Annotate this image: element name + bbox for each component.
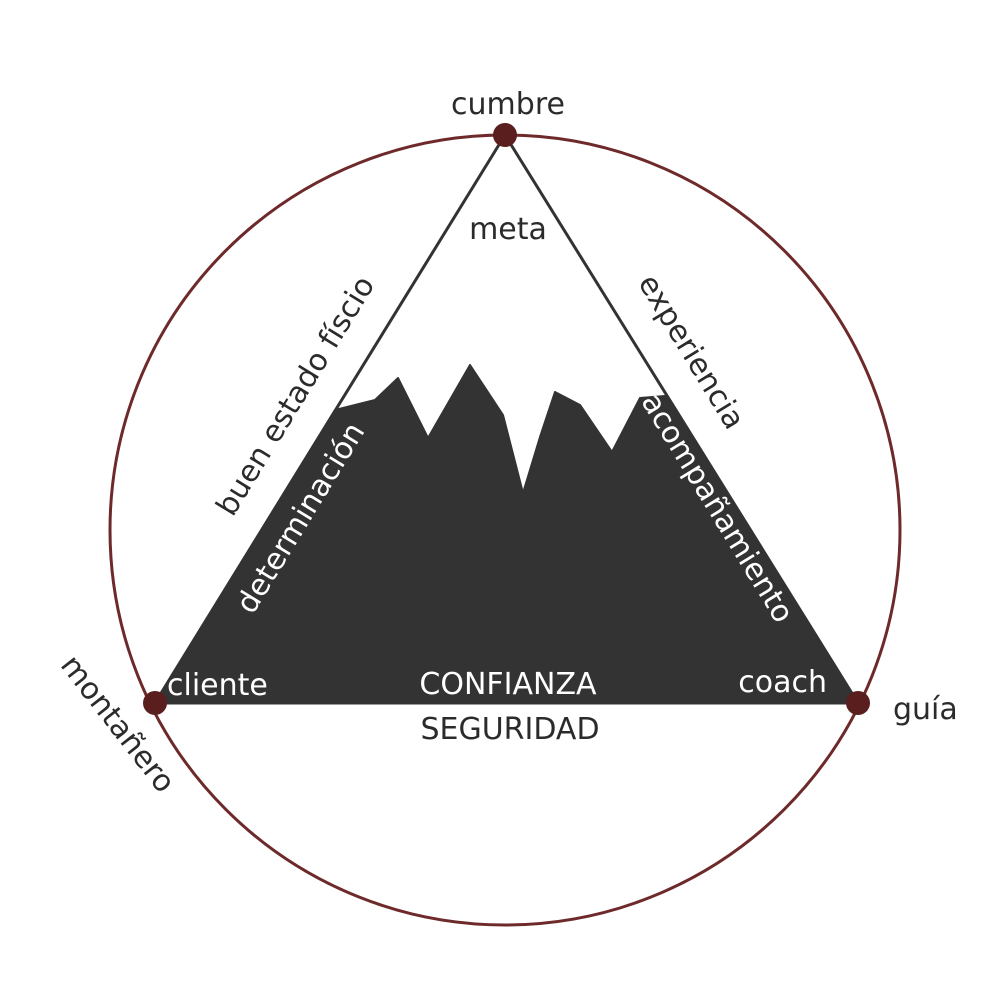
coach-label: coach: [738, 665, 827, 700]
node-label-right: guía: [893, 692, 958, 727]
node-label-top: cumbre: [451, 87, 565, 122]
security-label: SEGURIDAD: [420, 712, 599, 747]
goal-label: meta: [469, 212, 547, 247]
client-label: cliente: [167, 668, 268, 703]
summit-node: [493, 123, 517, 147]
left-node: [143, 691, 167, 715]
right-node: [846, 691, 870, 715]
trust-label: CONFIANZA: [419, 667, 597, 702]
mountain-shape: [154, 364, 859, 704]
